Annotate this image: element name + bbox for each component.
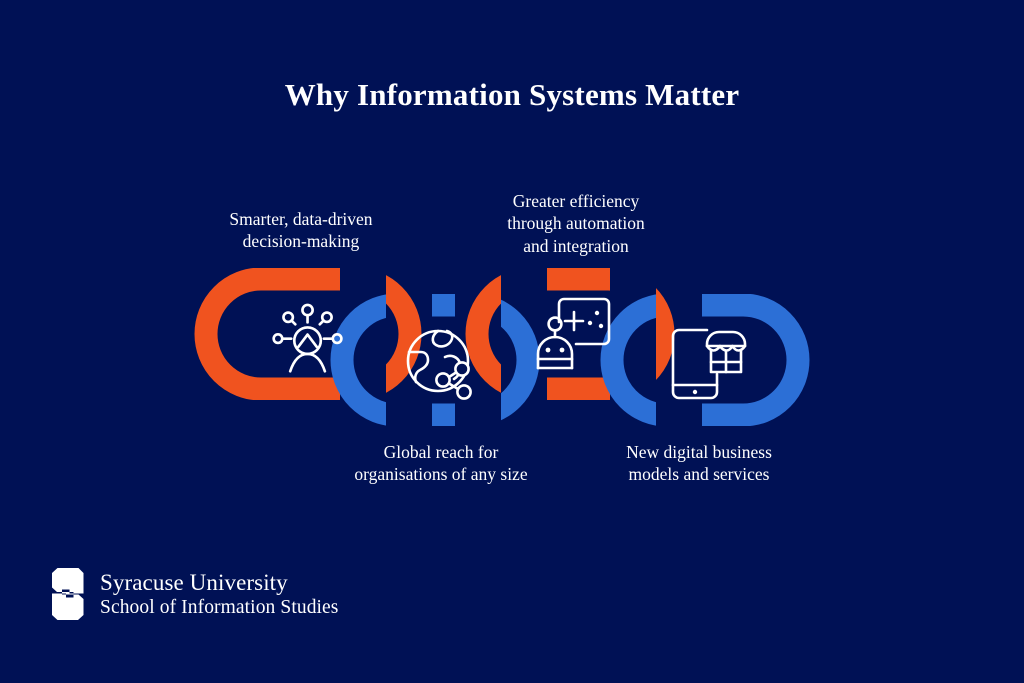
chain-link-1 xyxy=(194,267,422,401)
page-title: Why Information Systems Matter xyxy=(284,77,740,112)
chain-link-4 xyxy=(600,293,810,427)
chain-link-2 xyxy=(330,293,540,427)
chain-link-4-caption: New digital business models and services xyxy=(626,442,772,485)
robot-automation-icon xyxy=(536,297,611,370)
chain-diagram-svg xyxy=(194,267,810,427)
logo-school-name: School of Information Studies xyxy=(100,596,339,618)
chain-link-1-caption: Smarter, data-driven decision-making xyxy=(229,209,373,252)
syracuse-block-s-icon xyxy=(52,568,84,620)
chain-link-2-caption: Global reach for organisations of any si… xyxy=(354,442,528,485)
chain-link-3 xyxy=(465,267,675,401)
logo-text-block: Syracuse University School of Informatio… xyxy=(100,569,339,620)
person-insights-icon xyxy=(272,303,343,373)
logo-university-name: Syracuse University xyxy=(100,569,288,595)
mobile-storefront-icon xyxy=(671,328,747,400)
globe-network-icon xyxy=(406,329,472,400)
chain-diagram xyxy=(190,258,815,434)
chain-link-3-caption: Greater efficiency through automation an… xyxy=(507,191,645,256)
syracuse-logo-lockup: Syracuse University School of Informatio… xyxy=(48,568,339,620)
